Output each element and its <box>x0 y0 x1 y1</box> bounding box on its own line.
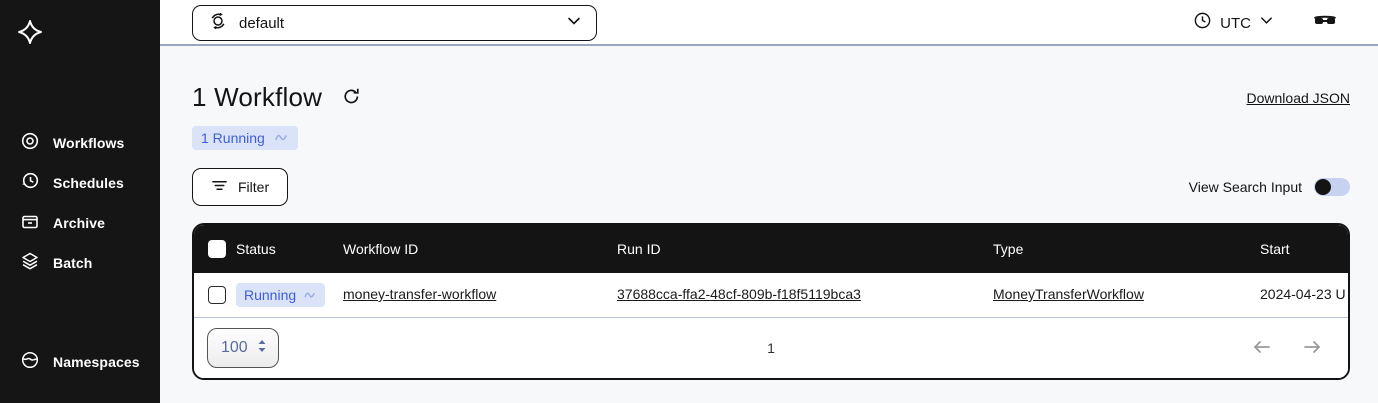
view-search-input-label: View Search Input <box>1188 179 1302 195</box>
namespace-selector[interactable]: default <box>192 5 597 41</box>
clock-refresh-icon <box>20 171 40 196</box>
target-icon <box>20 131 40 156</box>
previous-page-button[interactable] <box>1252 339 1272 358</box>
table-row[interactable]: Running money-transfer-workflow 37688cca… <box>194 273 1348 318</box>
header-run-id[interactable]: Run ID <box>617 241 661 257</box>
chevron-down-icon <box>566 13 582 34</box>
next-page-button[interactable] <box>1302 339 1322 358</box>
start-time: 2024-04-23 U <box>1260 286 1346 302</box>
sidebar-item-schedules[interactable]: Schedules <box>0 163 160 203</box>
sidebar-item-archive[interactable]: Archive <box>0 203 160 243</box>
chevron-down-icon <box>1259 13 1274 33</box>
main-content: 1 Workflow Download JSON 1 Running Filte… <box>160 48 1378 403</box>
page-title: 1 Workflow <box>192 82 323 112</box>
globe-icon <box>20 350 40 375</box>
status-badge: Running <box>236 283 326 307</box>
toggle-knob <box>1315 179 1331 195</box>
workflow-type-link[interactable]: MoneyTransferWorkflow <box>993 286 1144 302</box>
page-size-select[interactable]: 100 <box>207 328 279 368</box>
view-search-input-toggle[interactable] <box>1314 178 1350 196</box>
arrow-left-icon <box>1252 339 1272 358</box>
header-type[interactable]: Type <box>993 241 1024 257</box>
namespace-icon <box>207 10 229 37</box>
current-page-number: 1 <box>767 340 775 356</box>
clock-icon <box>1193 11 1212 35</box>
arrow-right-icon <box>1302 339 1322 358</box>
sidebar-item-label: Schedules <box>53 175 124 191</box>
namespace-selected: default <box>239 14 285 32</box>
workflow-id-link[interactable]: money-transfer-workflow <box>343 286 497 302</box>
stepper-arrows-icon <box>256 339 268 358</box>
download-json-link[interactable]: Download JSON <box>1246 89 1351 106</box>
top-bar: default UTC <box>160 0 1378 46</box>
sidebar-item-label: Archive <box>53 215 106 231</box>
layers-icon <box>20 251 40 276</box>
timezone-label: UTC <box>1220 14 1251 32</box>
sidebar: Workflows Schedules Archive Batch Name <box>0 0 160 403</box>
sidebar-item-label: Namespaces <box>53 354 140 370</box>
refresh-icon <box>342 87 361 109</box>
header-start[interactable]: Start <box>1260 241 1290 257</box>
workflows-table: Status Workflow ID Run ID Type Start Run… <box>192 223 1350 380</box>
pulse-icon <box>304 286 317 304</box>
labs-mode-button[interactable] <box>1312 10 1338 37</box>
row-checkbox[interactable] <box>208 286 226 304</box>
temporal-logo[interactable] <box>0 0 160 51</box>
archive-box-icon <box>20 211 40 236</box>
filter-icon <box>211 178 228 196</box>
refresh-button[interactable] <box>342 87 361 109</box>
sidebar-item-batch[interactable]: Batch <box>0 243 160 283</box>
run-id-link[interactable]: 37688cca-ffa2-48cf-809b-f18f5119bca3 <box>617 286 861 302</box>
sidebar-item-label: Workflows <box>53 135 125 151</box>
select-all-checkbox[interactable] <box>208 240 226 258</box>
sidebar-item-namespaces[interactable]: Namespaces <box>0 342 160 382</box>
sidebar-item-label: Batch <box>53 255 93 271</box>
pulse-icon <box>275 129 289 147</box>
sidebar-item-workflows[interactable]: Workflows <box>0 123 160 163</box>
timezone-selector[interactable]: UTC <box>1193 11 1274 35</box>
header-status[interactable]: Status <box>236 241 276 257</box>
header-workflow-id[interactable]: Workflow ID <box>343 241 419 257</box>
glasses-icon <box>1312 10 1338 37</box>
running-count-badge[interactable]: 1 Running <box>192 126 298 150</box>
filter-button[interactable]: Filter <box>192 168 289 206</box>
table-header-row: Status Workflow ID Run ID Type Start <box>194 225 1348 273</box>
table-pagination: 100 1 <box>194 318 1348 378</box>
